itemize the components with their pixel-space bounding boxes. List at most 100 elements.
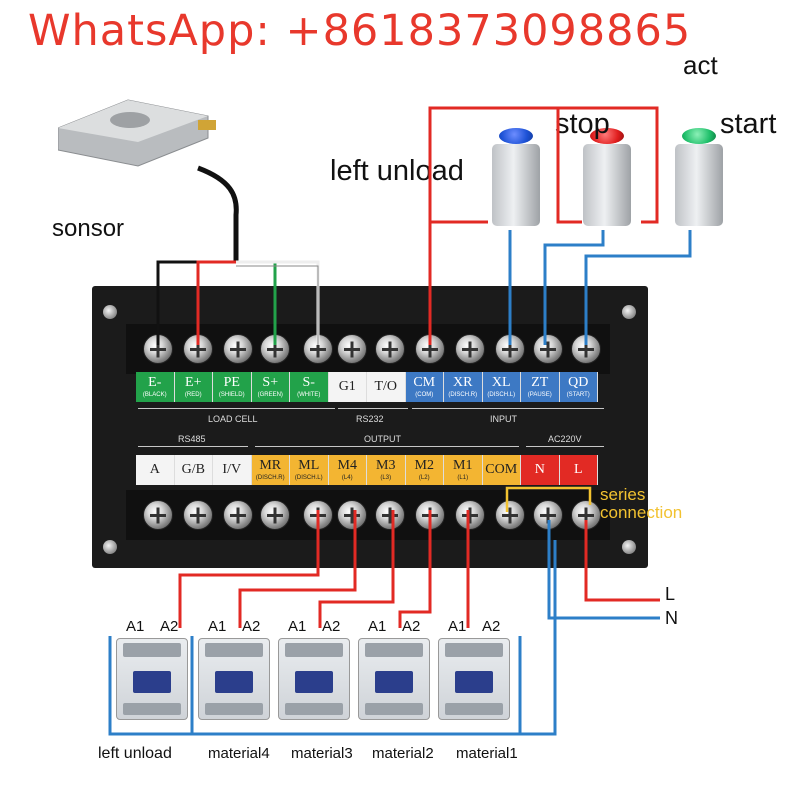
terminal-function-note: (L3) xyxy=(380,474,392,481)
wire-white xyxy=(236,260,320,345)
terminal-name: G/B xyxy=(181,461,205,477)
terminal-name: M3 xyxy=(376,457,396,473)
terminal-name: G1 xyxy=(338,378,356,394)
contactor-bottom-terminals xyxy=(205,703,263,715)
terminal-screw[interactable] xyxy=(495,500,525,530)
contactor-bottom-terminals xyxy=(285,703,343,715)
terminal-screw[interactable] xyxy=(455,334,485,364)
terminal-name: M1 xyxy=(453,457,473,473)
green-button-cap xyxy=(682,128,716,144)
terminal-screw[interactable] xyxy=(375,334,405,364)
terminal-name: COM xyxy=(485,461,518,477)
terminal-screw[interactable] xyxy=(223,500,253,530)
terminal-color-note: (BLACK) xyxy=(142,391,167,398)
contactor-name-label: material3 xyxy=(291,745,353,762)
terminal-label-m1: M1(L1) xyxy=(444,455,483,485)
terminal-name: ML xyxy=(298,457,320,473)
terminal-name: XR xyxy=(453,374,473,390)
button-body xyxy=(675,144,723,226)
coil-terminal-a2: A2 xyxy=(242,618,261,635)
terminal-name: E- xyxy=(148,374,162,390)
load-cell-group-label: LOAD CELL xyxy=(208,414,258,424)
terminal-name: M4 xyxy=(337,457,357,473)
wire-a1-return xyxy=(108,636,522,736)
terminal-label-zt: ZT(PAUSE) xyxy=(521,372,560,402)
contactor xyxy=(358,638,430,720)
terminal-name: A xyxy=(149,461,160,477)
sensor-label: sonsor xyxy=(52,215,125,242)
terminal-label-xl: XL(DISCH.L) xyxy=(482,372,521,402)
terminal-name: M2 xyxy=(414,457,434,473)
terminal-screw[interactable] xyxy=(455,500,485,530)
terminal-name: QD xyxy=(568,374,589,390)
contactor-top-terminals xyxy=(205,643,263,657)
terminal-function-note: (L1) xyxy=(457,474,469,481)
terminal-label-com: COM xyxy=(482,455,521,485)
terminal-screw[interactable] xyxy=(260,500,290,530)
rs485-bracket xyxy=(138,446,248,447)
terminal-label-l: L xyxy=(559,455,598,485)
whatsapp-contact: WhatsApp: +8618373098865 xyxy=(28,6,692,56)
start-button[interactable] xyxy=(669,124,729,232)
terminal-label-cm: CM(COM) xyxy=(405,372,444,402)
wire-white-outline xyxy=(236,265,319,345)
coil-terminal-a2: A2 xyxy=(322,618,341,635)
terminal-color-note: (RED) xyxy=(184,391,202,398)
terminal-function-note: (DISCH.R) xyxy=(255,474,285,481)
ac220v-group-label: AC220V xyxy=(548,434,582,444)
connection-label: connection xyxy=(600,503,683,522)
terminal-screw[interactable] xyxy=(143,500,173,530)
terminal-name: N xyxy=(534,461,545,477)
terminal-color-note: (DISCH.R) xyxy=(448,391,478,398)
wire-zt xyxy=(543,230,605,345)
terminal-screw[interactable] xyxy=(183,500,213,530)
blue-button-cap xyxy=(499,128,533,144)
coil-terminal-a1: A1 xyxy=(368,618,387,635)
sensor-cable xyxy=(197,165,239,262)
wire-mains-l xyxy=(584,520,660,602)
terminal-screw[interactable] xyxy=(375,500,405,530)
red-button-cap xyxy=(590,128,624,144)
terminal-label-e: E-(BLACK) xyxy=(136,372,175,402)
mounting-screw xyxy=(622,305,636,319)
contactor-top-terminals xyxy=(365,643,423,657)
left-unload-button[interactable] xyxy=(486,124,546,232)
coil-terminal-a2: A2 xyxy=(160,618,179,635)
terminal-label-gb: G/B xyxy=(174,455,213,485)
contactor-name-label: material2 xyxy=(372,745,434,762)
terminal-name: S+ xyxy=(262,374,279,390)
terminal-name: MR xyxy=(259,457,282,473)
terminal-color-note: (START) xyxy=(566,391,590,398)
wire-com-common xyxy=(428,106,659,345)
input-group-label: INPUT xyxy=(490,414,517,424)
wire-green xyxy=(236,260,277,345)
terminal-name: XL xyxy=(491,374,511,390)
terminal-screw[interactable] xyxy=(533,334,563,364)
terminal-label-to: T/O xyxy=(367,372,406,402)
coil-terminal-a1: A1 xyxy=(208,618,227,635)
coil-terminal-a2: A2 xyxy=(402,618,421,635)
terminal-label-n: N xyxy=(521,455,560,485)
terminal-label-mr: MR(DISCH.R) xyxy=(251,455,290,485)
terminal-label-a: A xyxy=(136,455,175,485)
terminal-screw[interactable] xyxy=(223,334,253,364)
wire-m4 xyxy=(238,510,357,628)
start-label: start xyxy=(720,108,777,140)
contactor-bottom-terminals xyxy=(123,703,181,715)
terminal-screw[interactable] xyxy=(337,500,367,530)
terminal-function-note: (L4) xyxy=(341,474,353,481)
contactor-name-label: material1 xyxy=(456,745,518,762)
terminal-color-note: (DISCH.L) xyxy=(487,391,516,398)
terminal-label-m2: M2(L2) xyxy=(405,455,444,485)
mains-n-label: N xyxy=(665,608,678,628)
terminal-color-note: (WHITE) xyxy=(297,391,321,398)
contactor-window xyxy=(375,671,413,693)
left-unload-label: left unload xyxy=(330,155,464,187)
contactor-window xyxy=(133,671,171,693)
terminal-screw[interactable] xyxy=(337,334,367,364)
stop-button[interactable] xyxy=(577,124,637,232)
terminal-color-note: (GREEN) xyxy=(257,391,283,398)
contactor xyxy=(116,638,188,720)
rs485-group-label: RS485 xyxy=(178,434,206,444)
